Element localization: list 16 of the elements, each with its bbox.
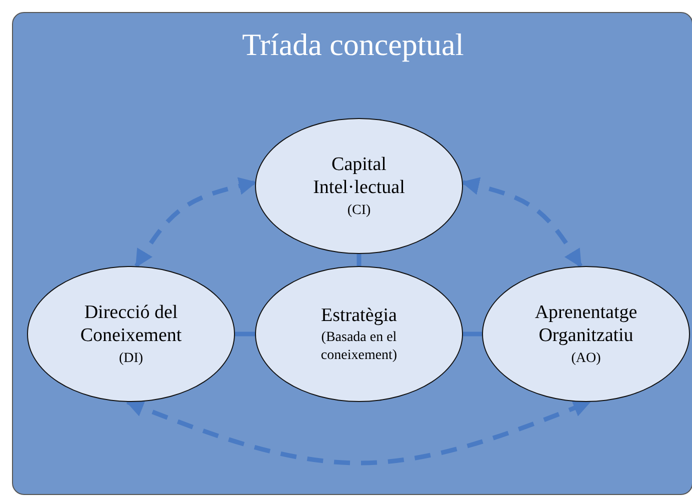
connector-line [356,254,362,266]
node-label: Estratègia [321,304,397,328]
node-abbreviation: (DI) [118,350,144,368]
connector-line [463,332,482,336]
node-abbreviation: (CI) [347,202,371,220]
node-abbreviation: (Basada en el coneixement) [320,329,398,364]
panel-heading: Tríada conceptual [242,27,464,63]
double-arrow [126,400,592,466]
panel-background [12,12,692,495]
node-label: Aprenentatge Organitzatiu [534,300,638,348]
node-label: Direcció del Coneixement [79,300,183,348]
connector-line [235,332,255,336]
double-arrow [134,177,257,268]
node-label: Capital Intel·lectual [312,152,406,200]
node-abbreviation: (AO) [571,350,601,368]
double-arrow [461,177,582,268]
